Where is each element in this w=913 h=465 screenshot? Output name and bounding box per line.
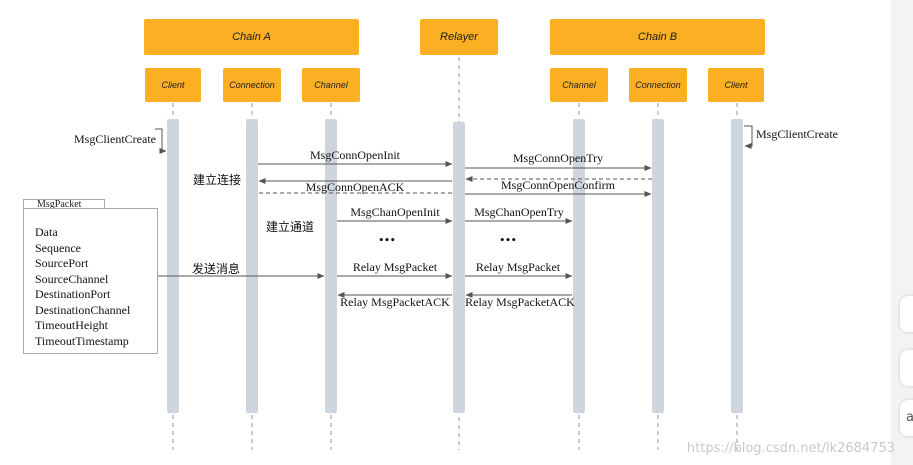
label-relay-ack-right: Relay MsgPacketACK bbox=[465, 295, 575, 309]
activation-b-client bbox=[731, 119, 743, 413]
label-ellipsis-right: ••• bbox=[499, 236, 516, 246]
packet-note-title: MsgPacket bbox=[23, 199, 105, 210]
packet-field: SourceChannel bbox=[35, 271, 109, 286]
label-client-create-b: MsgClientCreate bbox=[756, 127, 838, 141]
label-chan-open-try: MsgChanOpenTry bbox=[474, 205, 564, 219]
label-ellipsis-left: ••• bbox=[378, 236, 395, 246]
activation-a-channel bbox=[325, 119, 337, 413]
packet-field: TimeoutTimestamp bbox=[35, 333, 129, 348]
label-conn-open-init: MsgConnOpenInit bbox=[310, 148, 401, 162]
chain-a-header: Chain A bbox=[144, 19, 359, 55]
side-tool-button[interactable] bbox=[900, 296, 913, 332]
packet-note bbox=[23, 208, 158, 354]
activation-b-connection bbox=[652, 119, 664, 413]
arrow-client-create-b bbox=[744, 125, 753, 149]
label-chan-open-init: MsgChanOpenInit bbox=[350, 205, 440, 219]
relayer-header: Relayer bbox=[420, 19, 498, 55]
activation-a-client bbox=[167, 119, 179, 413]
packet-field: TimeoutHeight bbox=[35, 318, 108, 332]
label-relay-packet-left: Relay MsgPacket bbox=[353, 260, 438, 274]
label-send-message: 发送消息 bbox=[192, 261, 240, 276]
packet-field: DestinationPort bbox=[35, 287, 111, 301]
participant-a-connection: Connection bbox=[223, 68, 281, 102]
side-tool-button[interactable] bbox=[900, 350, 913, 386]
right-toolbar bbox=[891, 0, 913, 465]
label-conn-open-try: MsgConnOpenTry bbox=[513, 151, 603, 165]
label-relay-packet-right: Relay MsgPacket bbox=[476, 260, 561, 274]
activation-a-connection bbox=[246, 119, 258, 413]
packet-field: Data bbox=[35, 225, 58, 239]
label-relay-ack-left: Relay MsgPacketACK bbox=[340, 295, 450, 309]
participant-a-channel: Channel bbox=[302, 68, 360, 102]
label-conn-open-ack: MsgConnOpenACK bbox=[306, 180, 405, 194]
packet-field: Sequence bbox=[35, 240, 81, 255]
label-establish-channel: 建立通道 bbox=[266, 219, 314, 234]
activation-bars bbox=[167, 119, 743, 413]
watermark: https://blog.csdn.net/lk2684753 bbox=[687, 441, 895, 456]
side-tool-button[interactable]: a bbox=[900, 400, 913, 436]
label-establish-connection: 建立连接 bbox=[193, 172, 241, 187]
participant-b-client: Client bbox=[708, 68, 764, 102]
label-client-create-a: MsgClientCreate bbox=[74, 132, 156, 146]
packet-field-list: Data Sequence SourcePort SourceChannel D… bbox=[35, 225, 130, 349]
activation-b-channel bbox=[573, 119, 585, 413]
chain-b-header: Chain B bbox=[550, 19, 765, 55]
activation-relayer bbox=[453, 122, 465, 413]
participant-a-client: Client bbox=[145, 68, 201, 102]
arrow-client-create-a bbox=[155, 128, 167, 154]
participant-b-connection: Connection bbox=[629, 68, 687, 102]
packet-field: SourcePort bbox=[35, 256, 89, 270]
participant-b-channel: Channel bbox=[550, 68, 608, 102]
packet-field: DestinationChannel bbox=[35, 302, 131, 317]
label-conn-open-confirm: MsgConnOpenConfirm bbox=[501, 178, 616, 192]
